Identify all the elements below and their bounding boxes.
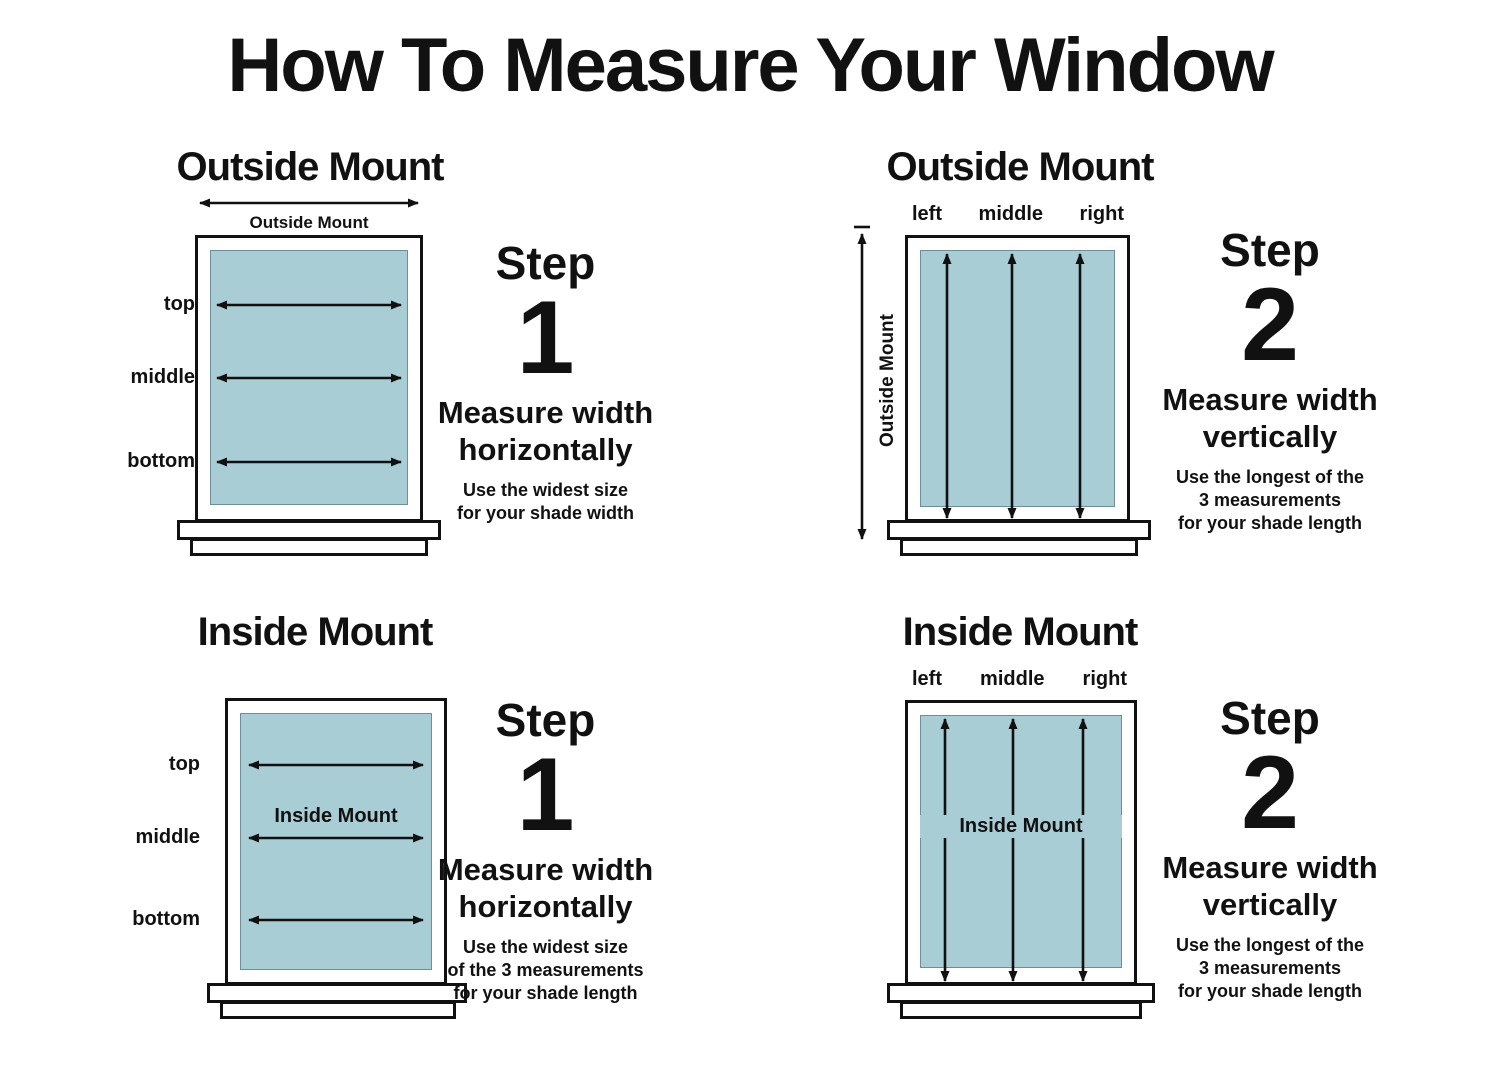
measure-arrow-top-icon (248, 760, 424, 770)
step-number: 1 (516, 736, 575, 853)
step-word: Step (1220, 692, 1320, 744)
panel-heading: Outside Mount (176, 145, 445, 189)
measure-arrow-left-icon (942, 253, 952, 519)
col-label-left: left (912, 203, 942, 225)
step-note-line3: for your shade length (1177, 513, 1362, 534)
page-title: How To Measure Your Window (227, 23, 1274, 108)
step-note: Use the longest of the 3 measurements fo… (1176, 934, 1364, 1004)
step-desc-line1: Measure width (1162, 382, 1378, 418)
row-label-top: top (168, 753, 200, 775)
panel-outside-mount-step2: Outside Mount left middle right Outside … (780, 135, 1470, 590)
step-desc-line2: vertically (1202, 886, 1338, 922)
col-label-left: left (912, 668, 942, 690)
step-block: Step 2 Measure width vertically Use the … (1125, 225, 1415, 536)
outside-height-arrow-icon (854, 225, 870, 540)
step-note-line3: for your shade length (1177, 981, 1362, 1002)
measure-arrow-middle-icon (1007, 253, 1017, 519)
step-note-line1: Use the longest of the (1175, 466, 1364, 487)
step-note-line1: Use the longest of the (1175, 934, 1364, 955)
window-sill-apron (190, 538, 428, 556)
window-mount-label: Inside Mount (274, 805, 398, 827)
step-note: Use the widest size of the 3 measurement… (447, 936, 643, 1006)
step-note-line2: 3 measurements (1198, 957, 1342, 978)
step-note-line1: Use the widest size (462, 936, 629, 957)
step-note: Use the widest size for your shade width (457, 479, 634, 526)
panel-heading: Inside Mount (197, 610, 434, 654)
step-word: Step (495, 694, 596, 746)
step-word: Step (495, 237, 596, 289)
step-description: Measure width horizontally (438, 395, 653, 468)
row-label-top: top (163, 293, 195, 315)
row-label-bottom: bottom (127, 450, 195, 472)
column-labels: left middle right (912, 203, 1124, 226)
panel-heading: Outside Mount (886, 145, 1155, 189)
step-note-line2: for your shade width (456, 502, 634, 523)
window-sill-apron (220, 1001, 456, 1019)
panel-inside-mount-step2: Inside Mount left middle right Inside Mo… (780, 595, 1470, 1065)
measure-arrow-middle-icon (216, 373, 402, 383)
panel-outside-mount-step1: Outside Mount Outside Mount top middle b… (60, 135, 740, 590)
step-description: Measure width horizontally (438, 852, 653, 925)
window-sill-lip (887, 983, 1155, 1003)
panel-inside-mount-step1: Inside Mount Inside Mount top middle bot… (60, 595, 740, 1065)
step-description: Measure width vertically (1162, 382, 1377, 455)
step-desc-line2: horizontally (458, 888, 633, 924)
measure-arrow-middle-icon (248, 833, 424, 843)
step-number: 2 (1241, 734, 1299, 851)
measure-arrow-right-icon (1075, 253, 1085, 519)
row-label-bottom: bottom (132, 908, 200, 930)
step-desc-line1: Measure width (1162, 850, 1378, 886)
window-mount-side-label: Outside Mount (877, 314, 898, 447)
measure-arrow-bottom-icon (248, 915, 424, 925)
col-label-right: right (1079, 203, 1124, 225)
step-block: Step 1 Measure width horizontally Use th… (398, 695, 693, 1006)
step-number: 1 (516, 279, 575, 396)
row-label-middle: middle (135, 826, 200, 848)
col-label-right: right (1082, 668, 1127, 690)
window-pane (920, 715, 1122, 968)
col-label-middle: middle (978, 203, 1043, 225)
row-label-middle: middle (130, 366, 195, 388)
window-sill-apron (900, 1001, 1142, 1019)
step-block: Step 1 Measure width horizontally Use th… (398, 238, 693, 525)
measure-arrow-middle-icon (1008, 718, 1018, 982)
col-label-middle: middle (980, 668, 1045, 690)
step-word: Step (1220, 224, 1320, 276)
step-desc-line1: Measure width (437, 852, 654, 888)
window-mount-label: Outside Mount (249, 213, 369, 232)
measure-arrow-top-icon (216, 300, 402, 310)
panel-heading: Inside Mount (902, 610, 1139, 654)
measure-arrow-left-icon (940, 718, 950, 982)
step-note-line3: for your shade length (453, 983, 638, 1004)
measure-arrow-bottom-icon (216, 457, 402, 467)
step-note: Use the longest of the 3 measurements fo… (1176, 466, 1364, 536)
step-note-line2: of the 3 measurements (447, 959, 644, 980)
step-note-line2: 3 measurements (1198, 489, 1342, 510)
outside-width-arrow-icon (199, 198, 419, 208)
step-desc-line1: Measure width (437, 395, 654, 431)
step-block: Step 2 Measure width vertically Use the … (1125, 693, 1415, 1004)
measure-arrow-right-icon (1078, 718, 1088, 982)
step-desc-line2: vertically (1202, 418, 1338, 454)
window-sill-apron (900, 538, 1138, 556)
step-description: Measure width vertically (1162, 850, 1377, 923)
step-number: 2 (1241, 266, 1299, 383)
step-desc-line2: horizontally (458, 431, 633, 467)
window-mount-label: Inside Mount (920, 815, 1122, 838)
step-note-line1: Use the widest size (462, 479, 629, 500)
window-sill-lip (887, 520, 1151, 540)
column-labels: left middle right (912, 668, 1127, 691)
